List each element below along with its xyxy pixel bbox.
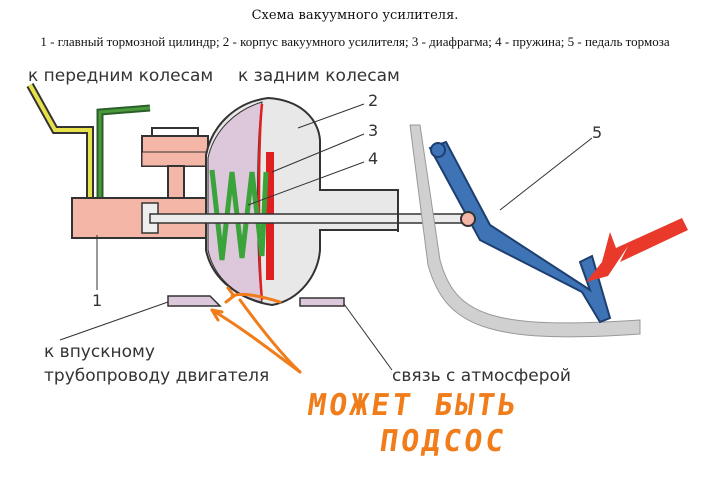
label-intake-2: трубопроводу двигателя xyxy=(44,366,270,386)
brake-pedal xyxy=(428,140,612,324)
label-intake-1: к впускному xyxy=(44,342,155,362)
leader-lines xyxy=(59,103,593,371)
fluid-reservoir xyxy=(141,127,209,199)
label-rear-wheels: к задним колесам xyxy=(238,66,400,86)
spring xyxy=(209,169,269,261)
force-arrow xyxy=(586,218,688,282)
atmosphere-port xyxy=(299,297,345,307)
callout-4: 4 xyxy=(368,149,379,168)
pedal-bracket xyxy=(409,124,641,338)
handwritten-note-line1: МОЖЕТ БЫТЬ xyxy=(305,388,522,423)
callout-5: 5 xyxy=(592,123,603,142)
callout-3: 3 xyxy=(368,121,379,140)
label-front-wheels: к передним колесам xyxy=(28,66,214,86)
callout-2: 2 xyxy=(368,91,379,110)
handwritten-arrows xyxy=(210,286,302,374)
label-atmosphere: связь с атмосферой xyxy=(392,366,571,386)
callout-1: 1 xyxy=(92,291,103,310)
diagram-title: Схема вакуумного усилителя. xyxy=(251,8,459,23)
push-rod xyxy=(149,213,469,224)
diagram-legend: 1 - главный тормозной цилиндр; 2 - корпу… xyxy=(40,34,670,49)
handwritten-note-line2: ПОДСОС xyxy=(377,424,509,459)
intake-tube xyxy=(167,295,222,307)
